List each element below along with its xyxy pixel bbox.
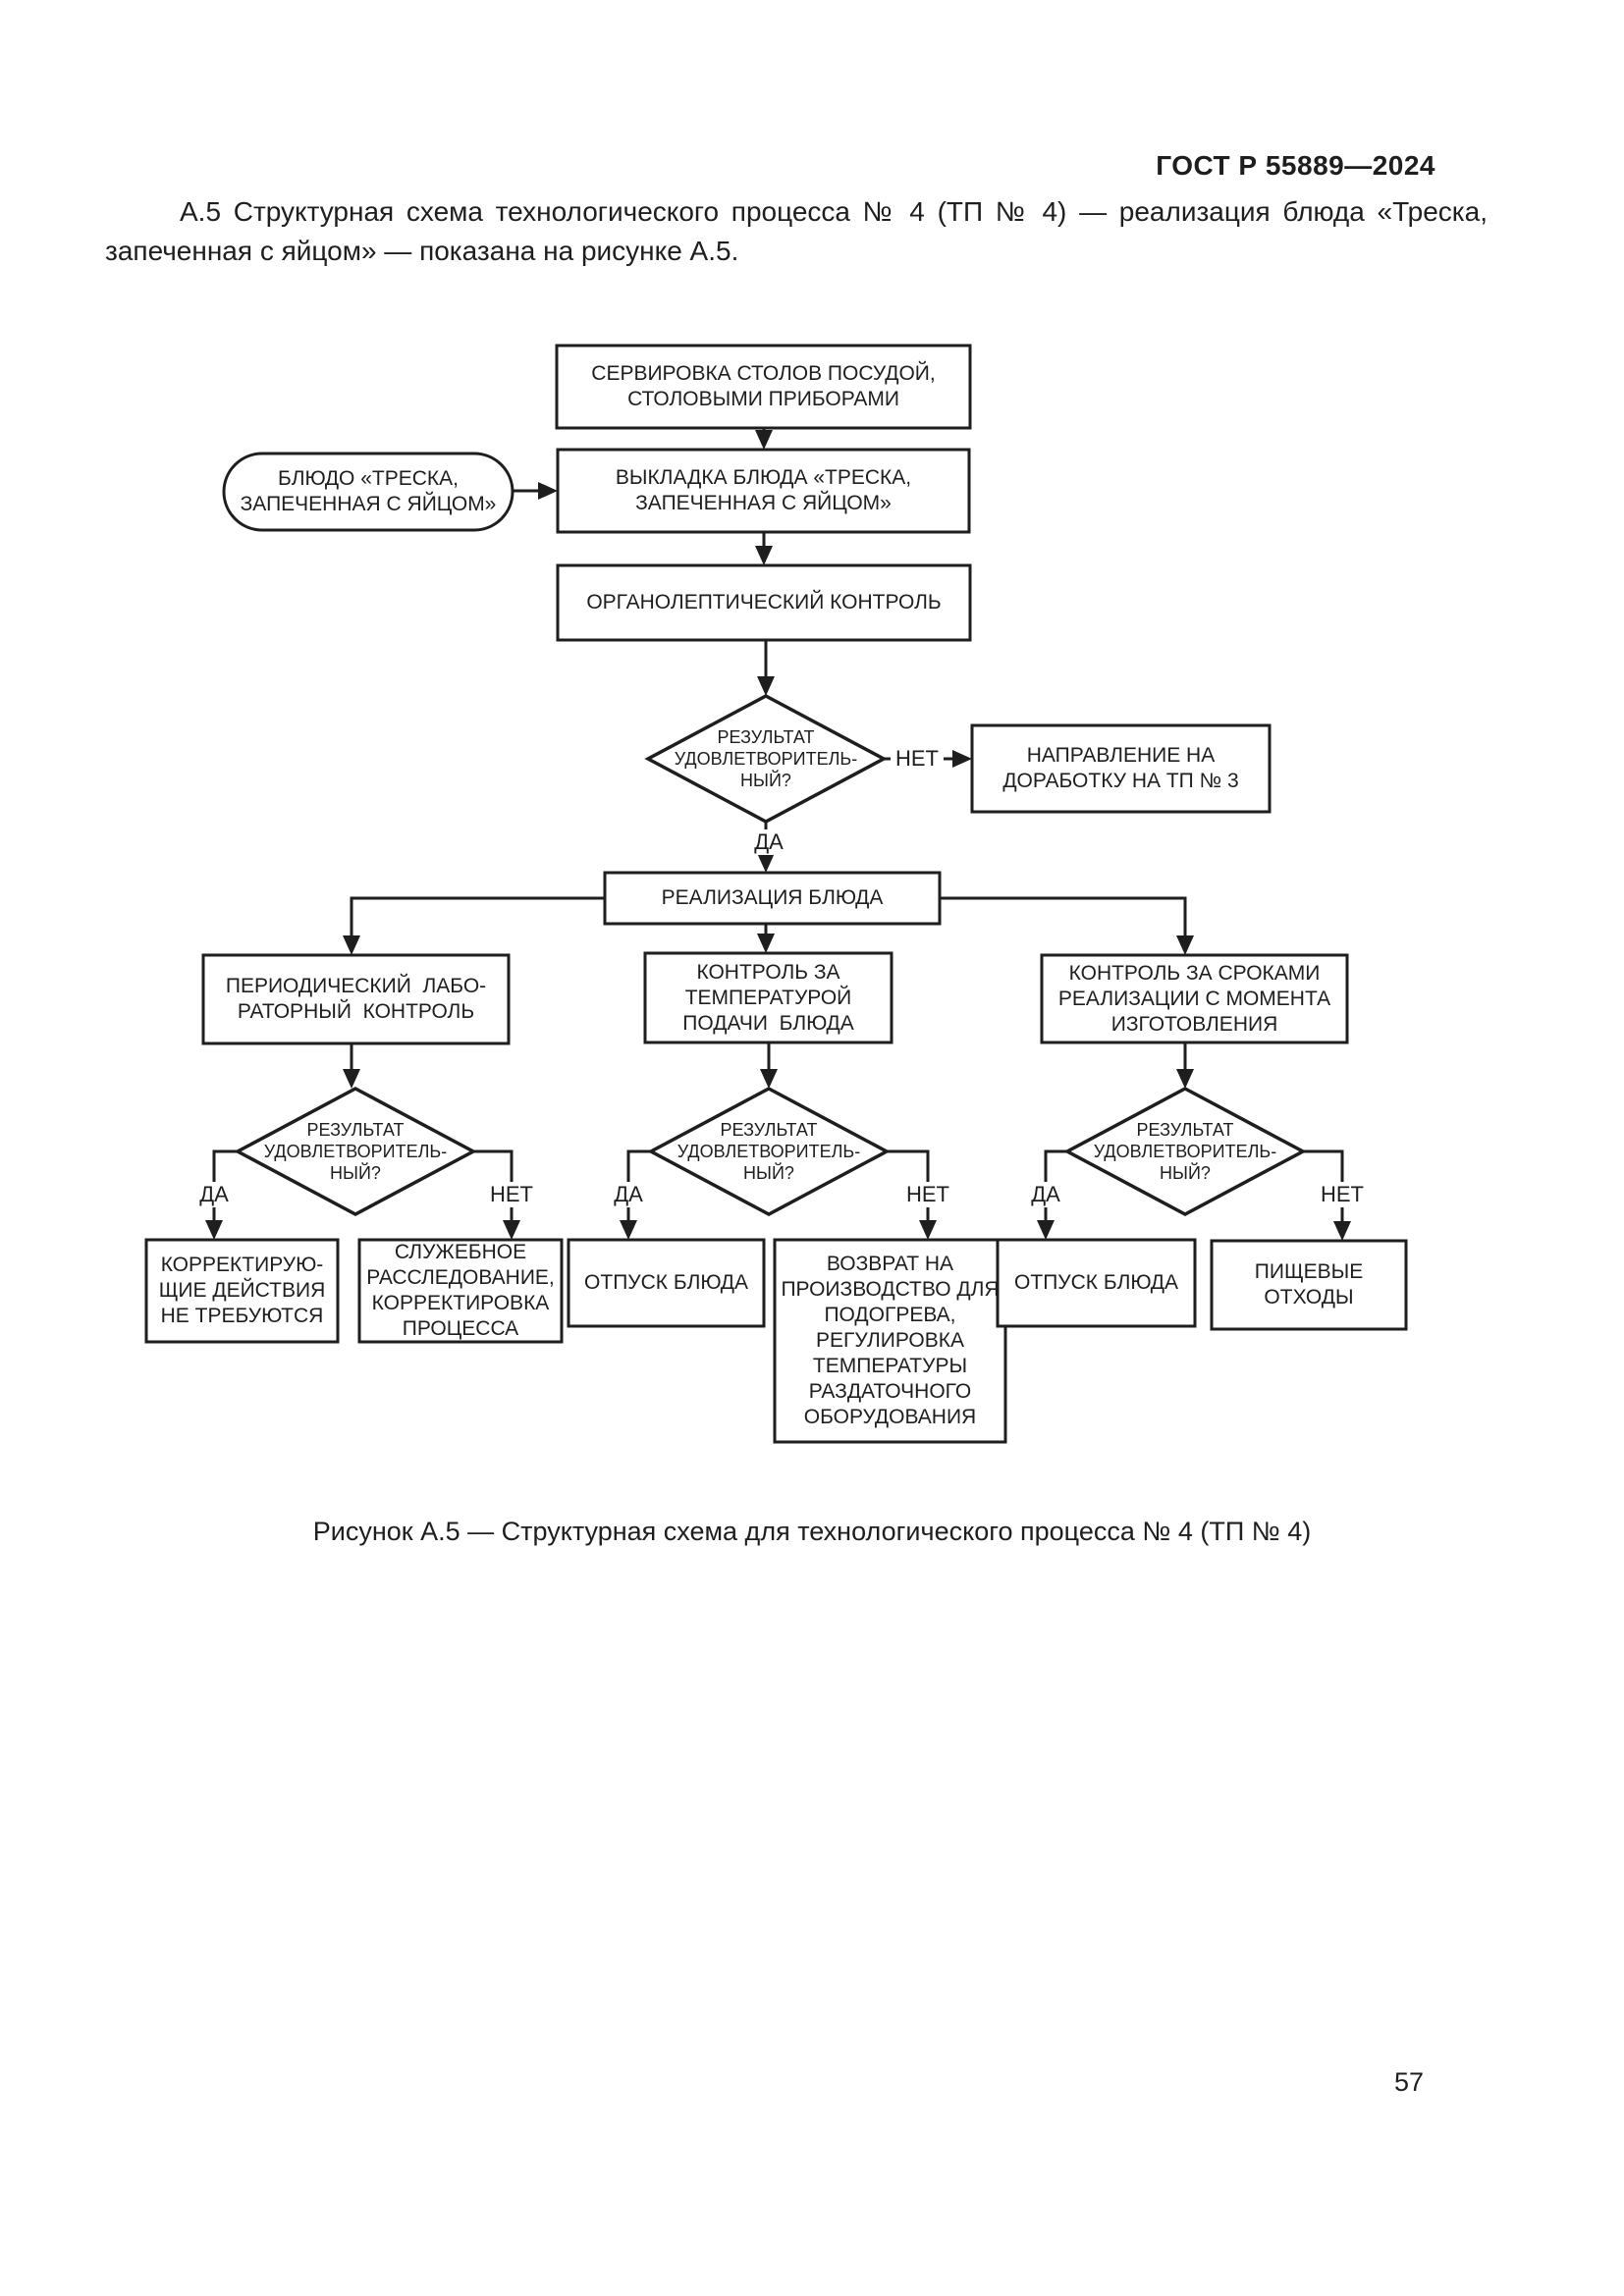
intro-paragraph: А.5 Структурная схема технологического п… <box>105 196 1488 266</box>
sale-to-lab-arrowhead-icon <box>343 935 360 955</box>
decision3-yes-arrowhead-icon <box>620 1220 637 1240</box>
standard-number: ГОСТ Р 55889—2024 <box>1156 150 1435 181</box>
temp-to-decision3-arrowhead-icon <box>760 1069 778 1089</box>
corrective-box <box>144 1238 340 1344</box>
decision4-no-line <box>1303 1149 1344 1222</box>
serving-to-layout-arrowhead-icon <box>755 430 773 450</box>
lab-control-box <box>201 953 511 1045</box>
decision1-no-arrowhead-icon <box>952 750 972 768</box>
dish-to-layout-arrowhead-icon <box>538 482 558 500</box>
decision2-no-line <box>473 1149 514 1221</box>
serve-dish-1-box <box>567 1238 766 1328</box>
decision3-diamond <box>647 1087 891 1216</box>
decision4-no-arrowhead-icon <box>1333 1221 1351 1241</box>
decision2-no-arrowhead-icon <box>503 1220 520 1240</box>
decision3-yes-line <box>626 1149 651 1221</box>
sale-to-temp-arrowhead-icon <box>757 934 775 953</box>
sale-box <box>603 871 942 926</box>
figure-caption: Рисунок А.5 — Структурная схема для техн… <box>312 1517 1312 1546</box>
decision3-no-arrowhead-icon <box>919 1220 937 1240</box>
decision4-yes-line <box>1044 1149 1067 1221</box>
sale-to-shelf-line <box>940 896 1187 936</box>
decision2-diamond <box>234 1087 477 1216</box>
page-number: 57 <box>1394 2067 1425 2097</box>
layout-to-organoleptic-arrowhead-icon <box>755 546 773 565</box>
decision2-yes-line <box>212 1149 238 1221</box>
serving-box <box>555 344 972 430</box>
organoleptic-to-decision1-arrowhead-icon <box>757 676 775 696</box>
organoleptic-control-box <box>556 563 972 642</box>
decision1-diamond <box>644 694 888 824</box>
return-production-box <box>773 1238 1007 1444</box>
serve-dish-2-box <box>996 1238 1197 1328</box>
shelf-control-box <box>1040 953 1349 1044</box>
lab-to-decision2-arrowhead-icon <box>343 1069 360 1089</box>
decision1-yes-arrowhead-icon <box>757 853 775 873</box>
decision2-yes-arrowhead-icon <box>205 1220 223 1240</box>
shelf-to-decision4-arrowhead-icon <box>1176 1069 1194 1089</box>
decision4-diamond <box>1063 1087 1307 1216</box>
decision4-yes-arrowhead-icon <box>1037 1220 1055 1240</box>
sale-to-lab-line <box>350 896 605 936</box>
dish-terminator <box>222 452 514 532</box>
decision3-no-line <box>887 1149 930 1221</box>
layout-box <box>556 448 971 534</box>
temp-control-box <box>643 951 893 1044</box>
food-waste-box <box>1210 1239 1408 1331</box>
sale-to-shelf-arrowhead-icon <box>1176 935 1194 955</box>
investigation-box <box>357 1238 564 1344</box>
rework-box <box>970 723 1272 814</box>
